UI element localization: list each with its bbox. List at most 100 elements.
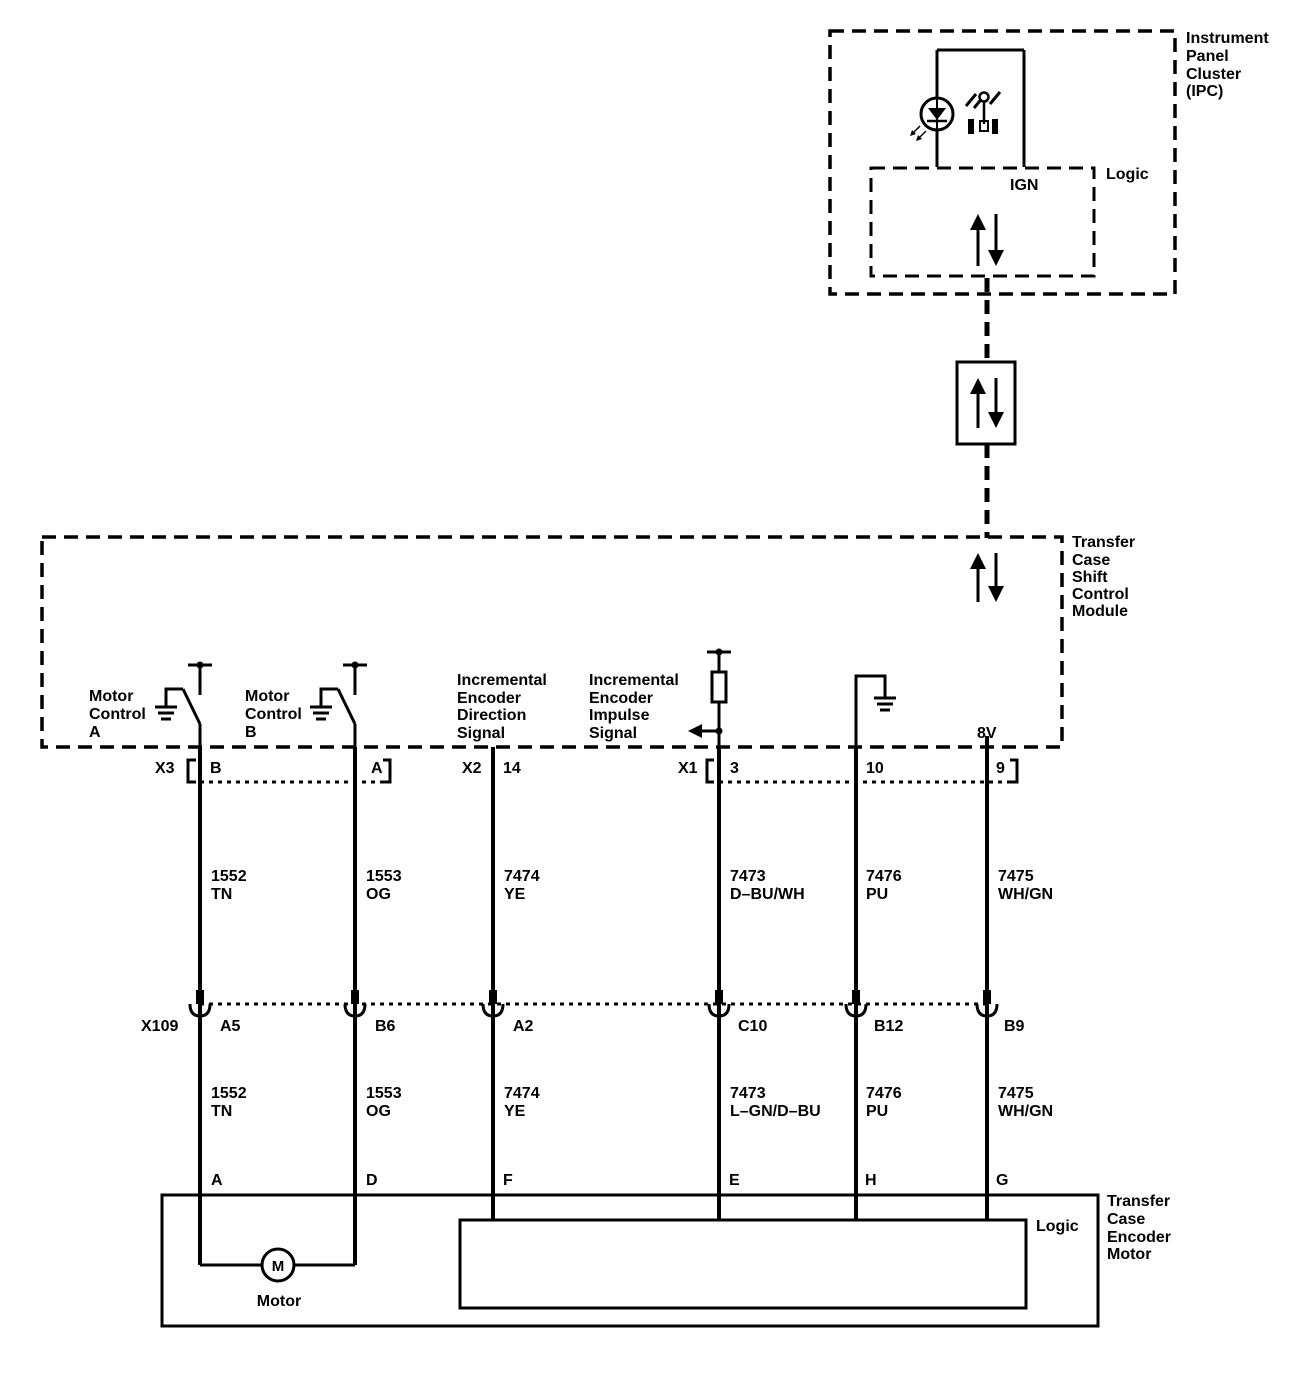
direction-signal-label-2: Encoder: [457, 690, 521, 707]
wire-color: TN: [211, 886, 232, 903]
x109-pin: A5: [220, 1018, 241, 1035]
ipc-label-1: Instrument: [1186, 30, 1269, 47]
wire-circuit: 7475: [998, 868, 1034, 885]
ipc-label-2: Panel: [1186, 48, 1229, 65]
wire-color: L–GN/D–BU: [730, 1103, 821, 1120]
wire-circuit: 1553: [366, 868, 402, 885]
wire-color: PU: [866, 1103, 888, 1120]
bidirectional-data-arrows-icon: [970, 214, 1004, 266]
tcscm-label-4: Control: [1072, 586, 1129, 603]
tcscm-label-1: Transfer: [1072, 534, 1135, 551]
wire-color: WH/GN: [998, 886, 1053, 903]
tcscm-label-5: Module: [1072, 603, 1128, 620]
encoder-pin: G: [996, 1172, 1008, 1189]
impulse-signal-label-3: Impulse: [589, 707, 650, 724]
wire-color: TN: [211, 1103, 232, 1120]
impulse-signal-label-1: Incremental: [589, 672, 679, 689]
x109-pin: A2: [513, 1018, 534, 1035]
wire-color: OG: [366, 886, 391, 903]
motor-control-a-label-2: Control: [89, 706, 146, 723]
encoder-pin: A: [211, 1172, 223, 1189]
x3-name: X3: [155, 760, 175, 777]
encoder-label-2: Case: [1107, 1211, 1145, 1228]
four-wheel-drive-indicator-lamp-icon: [964, 91, 1002, 134]
pull-up-resistor-icon: [688, 648, 731, 747]
encoder-pin: D: [366, 1172, 378, 1189]
x3-pin-b: B: [210, 760, 222, 777]
x1-pin-10: 10: [866, 760, 884, 777]
ground-icon: [155, 705, 177, 721]
wire-color: WH/GN: [998, 1103, 1053, 1120]
motor-control-b-label-2: Control: [245, 706, 302, 723]
motor-icon: M: [260, 1247, 296, 1283]
x1-name: X1: [678, 760, 698, 777]
motor-control-a-label-3: A: [89, 724, 101, 741]
encoder-label-1: Transfer: [1107, 1193, 1170, 1210]
x1-pin-9: 9: [996, 760, 1005, 777]
wire-circuit: 1552: [211, 1085, 247, 1102]
upper-wire-labels: 1552 TN 1553 OG 7474 YE 7473 D–BU/WH 747…: [211, 868, 1053, 903]
led-bulb-icon: [910, 96, 955, 141]
x1-pin-3: 3: [730, 760, 739, 777]
bidirectional-data-arrows-icon: [970, 378, 1004, 428]
motor-control-b-label-1: Motor: [245, 688, 289, 705]
direction-signal-label-1: Incremental: [457, 672, 547, 689]
x109-pin-blocks: [196, 990, 991, 1004]
connector-x1: X1 3 10 9: [678, 758, 1019, 784]
wire-circuit: 7474: [504, 868, 540, 885]
impulse-signal-label-2: Encoder: [589, 690, 653, 707]
tcscm-label-2: Case: [1072, 552, 1110, 569]
bidirectional-data-arrows-icon: [970, 553, 1004, 602]
motor-control-b-label-3: B: [245, 724, 257, 741]
wire-color: OG: [366, 1103, 391, 1120]
wire-circuit: 7473: [730, 1085, 766, 1102]
wire-circuit: 1553: [366, 1085, 402, 1102]
motor-control-a-label-1: Motor: [89, 688, 133, 705]
wire-circuit: 7473: [730, 868, 766, 885]
wire-circuit: 7476: [866, 1085, 902, 1102]
wire-color: D–BU/WH: [730, 886, 805, 903]
encoder-pin: H: [865, 1172, 877, 1189]
x109-pin: B6: [375, 1018, 396, 1035]
motor-label: Motor: [257, 1293, 301, 1310]
ign-label: IGN: [1010, 177, 1038, 194]
wire-circuit: 7475: [998, 1085, 1034, 1102]
encoder-label-3: Encoder: [1107, 1229, 1171, 1246]
ground-icon: [310, 705, 332, 721]
connector-x2: X2 14: [462, 760, 521, 777]
wire-circuit: 7476: [866, 868, 902, 885]
impulse-signal-label-4: Signal: [589, 725, 637, 742]
motor-symbol: M: [272, 1258, 285, 1275]
wire-color: PU: [866, 886, 888, 903]
x3-pin-a: A: [371, 760, 383, 777]
ipc-module: Instrument Panel Cluster (IPC): [828, 29, 1269, 296]
lower-wire-labels: 1552 TN 1553 OG 7474 YE 7473 L–GN/D–BU 7…: [211, 1085, 1053, 1120]
v8-label: 8V: [977, 725, 997, 742]
wire-circuit: 1552: [211, 868, 247, 885]
encoder-pin: E: [729, 1172, 740, 1189]
direction-signal-label-4: Signal: [457, 725, 505, 742]
encoder-pin: F: [503, 1172, 513, 1189]
x109-pin: B12: [874, 1018, 903, 1035]
low-reference-ground: [854, 674, 896, 747]
tcscm-module: Transfer Case Shift Control Module Motor…: [40, 534, 1135, 749]
encoder-label-4: Motor: [1107, 1246, 1151, 1263]
connector-x109: X109 A5 B6 A2 C10 B12 B9: [141, 990, 1025, 1035]
wire-color: YE: [504, 886, 526, 903]
wire-color: YE: [504, 1103, 526, 1120]
x109-pin: B9: [1004, 1018, 1025, 1035]
x2-name: X2: [462, 760, 482, 777]
tcscm-label-3: Shift: [1072, 569, 1108, 586]
motor-control-b-switch: [310, 661, 367, 747]
serial-data-link: [955, 278, 1017, 538]
x2-pin-14: 14: [503, 760, 521, 777]
x109-terminals: [188, 1003, 999, 1018]
motor-control-a-switch: [155, 661, 212, 747]
x109-pin: C10: [738, 1018, 767, 1035]
ipc-label-4: (IPC): [1186, 83, 1223, 100]
ipc-label-3: Cluster: [1186, 66, 1241, 83]
ipc-logic-label: Logic: [1106, 166, 1149, 183]
encoder-motor-assembly: Transfer Case Encoder Motor A D F E H G …: [160, 1172, 1171, 1328]
direction-signal-label-3: Direction: [457, 707, 526, 724]
